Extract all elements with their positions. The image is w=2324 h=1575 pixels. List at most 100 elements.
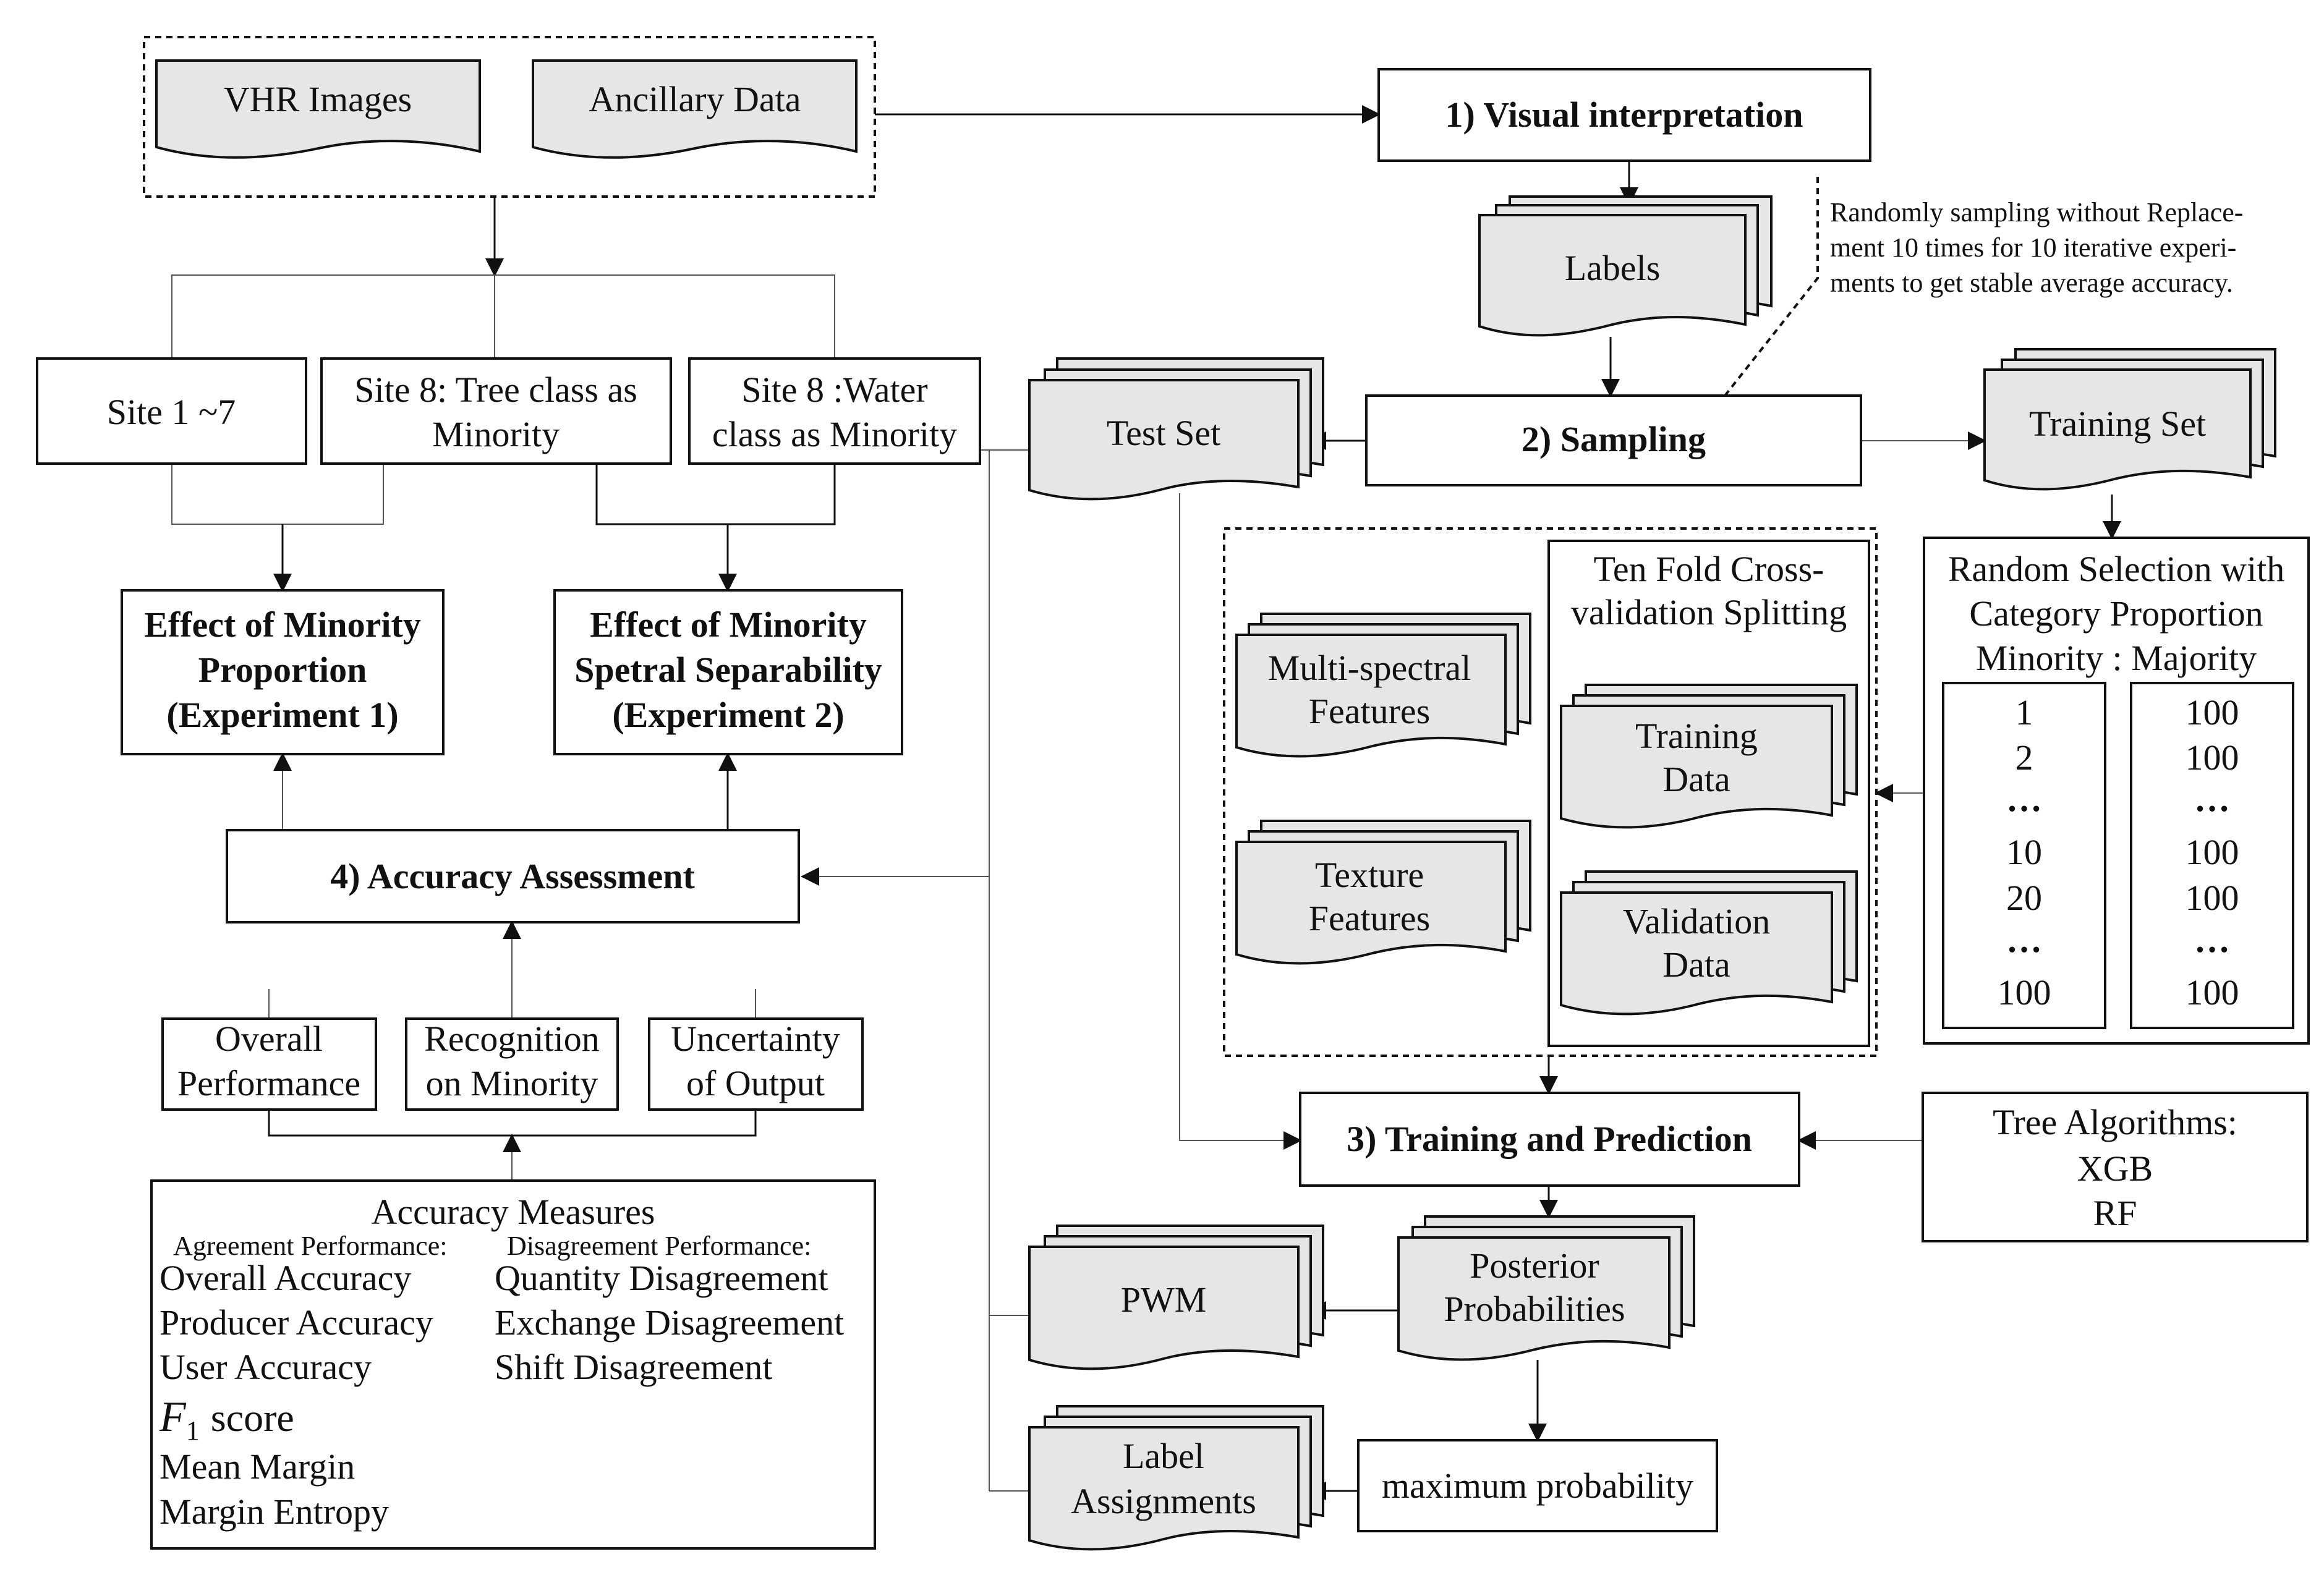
training-prediction-label: 3) Training and Prediction — [1347, 1119, 1752, 1159]
disagreement-item: Quantity Disagreement — [495, 1258, 828, 1298]
overall-performance-line-1: Overall — [215, 1019, 323, 1059]
experiment-1-line-2: Proportion — [198, 650, 367, 690]
visual-interpretation-box: 1) Visual interpretation — [1377, 68, 1871, 162]
majority-column — [2130, 682, 2294, 1029]
majority-value: 100 — [2186, 972, 2239, 1012]
tree-algorithm-item: RF — [2093, 1193, 2137, 1233]
sampling-box: 2) Sampling — [1365, 394, 1862, 486]
majority-value: … — [2194, 920, 2230, 960]
f1-score-item: F1 score — [159, 1393, 294, 1446]
f1-symbol: F — [159, 1393, 187, 1441]
site-8-water-line-2: class as Minority — [712, 414, 957, 454]
agreement-item: Producer Accuracy — [160, 1302, 433, 1343]
disagreement-item: Shift Disagreement — [495, 1347, 772, 1387]
disagreement-item: Exchange Disagreement — [495, 1302, 844, 1343]
agreement-heading: Agreement Performance: — [173, 1231, 447, 1261]
accuracy-measures-title: Accuracy Measures — [372, 1192, 655, 1232]
overall-performance-box: Overall Performance — [161, 1017, 377, 1111]
experiment-2-line-3: (Experiment 2) — [612, 695, 844, 735]
minority-value: 1 — [2015, 692, 2033, 732]
recognition-minority-box: Recognition on Minority — [405, 1017, 619, 1111]
random-selection-line-2: Category Proportion — [1969, 593, 2263, 634]
site-8-tree-box: Site 8: Tree class as Minority — [320, 357, 672, 465]
experiment-2-line-1: Effect of Minority — [590, 605, 867, 645]
majority-value: 100 — [2186, 832, 2239, 872]
visual-interpretation-label: 1) Visual interpretation — [1445, 95, 1803, 135]
minority-value: … — [2006, 779, 2042, 819]
site-1-7-box: Site 1 ~7 — [36, 357, 307, 465]
sampling-note-line-2: ment 10 times for 10 iterative experi- — [1830, 232, 2236, 263]
multispectral-line-1: Multi-spectral — [1268, 648, 1471, 688]
texture-features-doc: Texture Features — [1235, 820, 1531, 965]
test-set-doc: Test Set — [1028, 357, 1324, 501]
site-1-7-label: Site 1 ~7 — [107, 392, 236, 432]
posterior-probabilities-doc: Posterior Probabilities — [1397, 1215, 1695, 1361]
minority-column — [1942, 682, 2106, 1029]
input-data-group: VHR Images Ancillary Data — [143, 36, 876, 198]
maximum-probability-label: maximum probability — [1382, 1466, 1693, 1506]
validation-data-doc: Validation Data — [1560, 870, 1858, 1016]
labels-doc: Labels — [1478, 195, 1773, 337]
recognition-minority-line-1: Recognition — [424, 1019, 600, 1059]
f1-subscript: 1 — [186, 1416, 200, 1446]
cross-validation-line-2: validation Splitting — [1571, 592, 1847, 632]
pwm-doc: PWM — [1028, 1225, 1324, 1370]
experiment-1-box: Effect of Minority Proportion (Experimen… — [121, 589, 445, 755]
tree-algorithms-box: Tree Algorithms: XGB RF — [1922, 1092, 2309, 1242]
site-8-tree-line-2: Minority — [432, 414, 560, 454]
accuracy-measures-box: Accuracy Measures Agreement Performance:… — [150, 1179, 876, 1550]
minority-value: 100 — [1998, 972, 2051, 1012]
minority-value: … — [2006, 920, 2042, 960]
ancillary-data-doc: Ancillary Data — [532, 59, 858, 159]
sampling-note-line-1: Randomly sampling without Replace- — [1830, 197, 2243, 227]
vhr-images-label: VHR Images — [224, 79, 412, 119]
experiment-1-line-3: (Experiment 1) — [166, 695, 398, 735]
test-set-label: Test Set — [1107, 413, 1220, 453]
site-8-water-box: Site 8 :Water class as Minority — [688, 357, 981, 465]
training-data-doc: Training Data — [1560, 684, 1858, 829]
random-selection-line-1: Random Selection with — [1948, 549, 2285, 589]
random-selection-line-3: Minority : Majority — [1976, 638, 2257, 678]
minority-value: 10 — [2006, 832, 2042, 872]
cross-validation-box: Ten Fold Cross- validation Splitting Tra… — [1547, 540, 1870, 1047]
training-data-line-1: Training — [1635, 716, 1758, 756]
label-assignments-line-1: Label — [1123, 1436, 1204, 1476]
site-8-water-line-1: Site 8 :Water — [741, 370, 927, 410]
agreement-item: Overall Accuracy — [160, 1258, 411, 1298]
posterior-line-1: Posterior — [1470, 1246, 1599, 1286]
training-set-doc: Training Set — [1983, 348, 2276, 491]
multispectral-line-2: Features — [1309, 691, 1431, 731]
accuracy-assessment-box: 4) Accuracy Assessment — [226, 829, 800, 923]
label-assignments-doc: Label Assignments — [1028, 1405, 1324, 1551]
uncertainty-output-line-2: of Output — [686, 1063, 825, 1103]
f1-word: score — [211, 1396, 294, 1440]
label-assignments-line-2: Assignments — [1071, 1481, 1256, 1521]
texture-line-1: Texture — [1315, 855, 1424, 895]
validation-data-line-2: Data — [1662, 945, 1730, 985]
ancillary-data-label: Ancillary Data — [589, 79, 801, 119]
experiment-2-line-2: Spetral Separability — [574, 650, 882, 690]
maximum-probability-box: maximum probability — [1357, 1439, 1718, 1532]
cross-validation-line-1: Ten Fold Cross- — [1594, 549, 1824, 589]
tree-algorithms-title: Tree Algorithms: — [1993, 1102, 2237, 1142]
posterior-line-2: Probabilities — [1444, 1289, 1625, 1329]
recognition-minority-line-2: on Minority — [426, 1063, 598, 1103]
experiment-2-box: Effect of Minority Spetral Separability … — [553, 589, 903, 755]
uncertainty-output-box: Uncertainty of Output — [648, 1017, 864, 1111]
minority-value: 2 — [2015, 737, 2033, 778]
minority-value: 20 — [2006, 878, 2042, 918]
labels-doc-label: Labels — [1565, 248, 1661, 288]
majority-value: 100 — [2186, 737, 2239, 778]
pwm-label: PWM — [1121, 1280, 1207, 1320]
experiment-1-line-1: Effect of Minority — [144, 605, 421, 645]
sampling-note-line-3: ments to get stable average accuracy. — [1830, 268, 2233, 298]
training-set-label: Training Set — [2029, 404, 2206, 444]
sampling-label: 2) Sampling — [1522, 419, 1706, 459]
majority-value: 100 — [2186, 878, 2239, 918]
random-selection-box: Random Selection with Category Proportio… — [1923, 537, 2310, 1045]
site-8-tree-line-1: Site 8: Tree class as — [354, 370, 637, 410]
margin-item: Mean Margin — [160, 1446, 355, 1487]
margin-item: Margin Entropy — [160, 1492, 389, 1532]
disagreement-heading: Disagreement Performance: — [507, 1231, 811, 1261]
validation-data-line-1: Validation — [1623, 901, 1770, 941]
